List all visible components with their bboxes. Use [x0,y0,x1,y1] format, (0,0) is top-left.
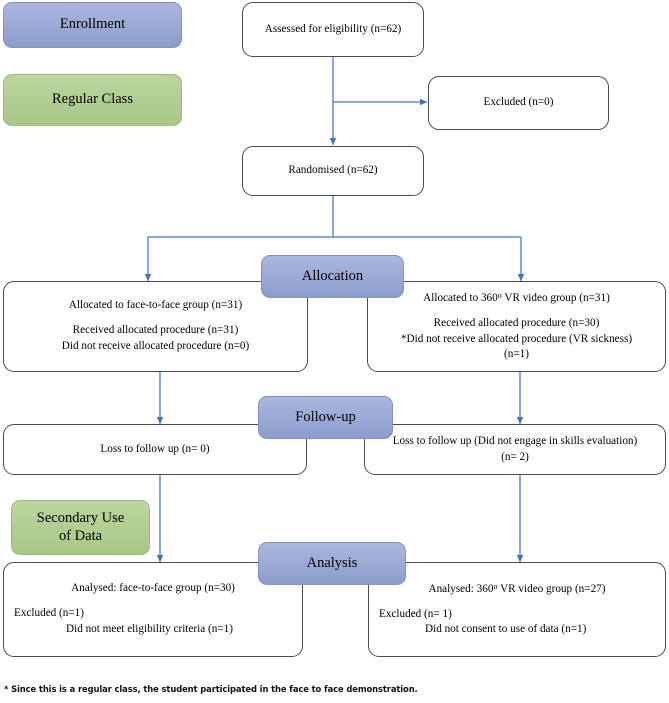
analysed-right-header-post: VR video group (n=27) [497,582,606,595]
node-analysed-face-to-face: Analysed: face-to-face group (n=30) Excl… [3,562,303,657]
analysed-right-header-pre: Analysed: 360 [428,582,494,595]
node-randomised: Randomised (n=62) [242,146,424,196]
allocated-right-line2: Received allocated procedure (n=30) [433,316,600,329]
node-analysed-vr-video: Analysed: 360o VR video group (n=27) Exc… [368,562,666,657]
node-loss-to-followup-left: Loss to follow up (n= 0) [3,424,307,475]
stage-label-analysis: Analysis [306,554,358,571]
analysed-left-excluded-reason: Did not meet eligibility criteria (n=1) [66,622,233,635]
followup-right-line1: Loss to follow up (Did not engage in ski… [392,434,638,447]
analysed-left-excluded: Excluded (n=1) [14,607,84,620]
stage-badge-allocation: Allocation [261,255,404,298]
assessed-text: Assessed for eligibility (n=62) [264,22,402,35]
node-assessed-for-eligibility: Assessed for eligibility (n=62) [242,2,424,57]
followup-right-line2: (n= 2) [501,450,529,463]
stage-label-enrollment: Enrollment [59,16,126,33]
allocated-right-line3: *Did not receive allocated procedure (VR… [400,332,633,345]
stage-label-regular-class: Regular Class [52,91,133,108]
node-allocated-face-to-face: Allocated to face-to-face group (n=31) R… [3,281,308,372]
analysed-left-header: Analysed: face-to-face group (n=30) [71,582,235,595]
stage-label-follow-up: Follow-up [295,408,356,425]
stage-badge-enrollment: Enrollment [3,2,182,48]
allocated-right-line4: (n=1) [504,348,529,361]
followup-left-text: Loss to follow up (n= 0) [100,442,210,455]
node-excluded: Excluded (n=0) [428,76,609,130]
stage-badge-secondary-use: Secondary Use of Data [11,500,150,555]
excluded-text: Excluded (n=0) [483,96,554,109]
analysed-right-excluded: Excluded (n= 1) [379,607,452,620]
stage-badge-analysis: Analysis [258,542,406,585]
allocated-right-line1-pre: Allocated to 360 [423,291,498,304]
allocated-right-line1: Allocated to 360o VR video group (n=31) [423,290,610,307]
analysed-right-excluded-reason: Did not consent to use of data (n=1) [425,623,587,636]
stage-label-secondary-use-line2: of Data [58,527,103,544]
footnote-text: * Since this is a regular class, the stu… [4,684,418,694]
stage-label-allocation: Allocation [301,267,364,284]
spacer [14,597,292,606]
stage-badge-regular-class: Regular Class [3,74,182,126]
node-allocated-vr-video: Allocated to 360o VR video group (n=31) … [367,281,666,372]
allocated-right-line1-post: VR video group (n=31) [501,291,610,304]
randomised-text: Randomised (n=62) [288,164,378,177]
stage-label-secondary-use-line1: Secondary Use [36,510,125,527]
spacer [379,598,655,607]
allocated-left-line2: Received allocated procedure (n=31) [72,324,239,337]
degree-symbol-icon: o [497,290,502,300]
degree-symbol-icon: o [493,581,498,591]
node-loss-to-followup-right: Loss to follow up (Did not engage in ski… [364,424,666,475]
stage-badge-follow-up: Follow-up [258,396,393,439]
allocated-left-line3: Did not receive allocated procedure (n=0… [61,339,250,352]
analysed-right-header: Analysed: 360o VR video group (n=27) [379,581,655,598]
allocated-left-line1: Allocated to face-to-face group (n=31) [68,299,243,312]
